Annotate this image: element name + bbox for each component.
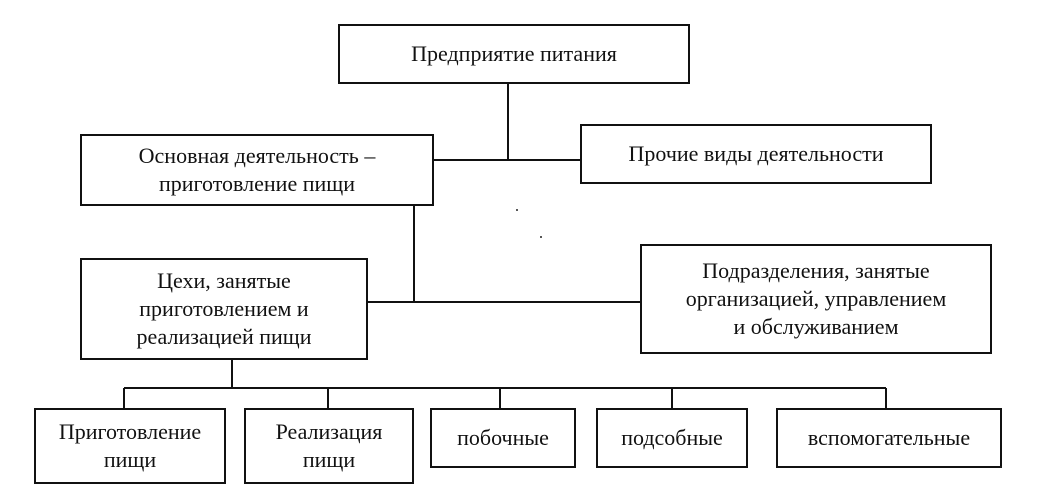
node-leaf-cooking: Приготовление пищи (34, 408, 226, 484)
node-main-activity: Основная деятельность – приготовление пи… (80, 134, 434, 206)
node-leaf-auxiliary: вспомогательные (776, 408, 1002, 468)
node-production-shops: Цехи, занятые приготовлением и реализаци… (80, 258, 368, 360)
node-food-enterprise: Предприятие питания (338, 24, 690, 84)
node-leaf-side: побочные (430, 408, 576, 468)
node-other-activities: Прочие виды деятельности (580, 124, 932, 184)
scan-speck (1000, 466, 1002, 468)
node-support-divisions: Подразделения, занятые организацией, упр… (640, 244, 992, 354)
scan-speck (516, 209, 518, 211)
node-leaf-selling: Реализация пищи (244, 408, 414, 484)
node-leaf-subsidiary: подсобные (596, 408, 748, 468)
scan-speck (540, 236, 542, 238)
